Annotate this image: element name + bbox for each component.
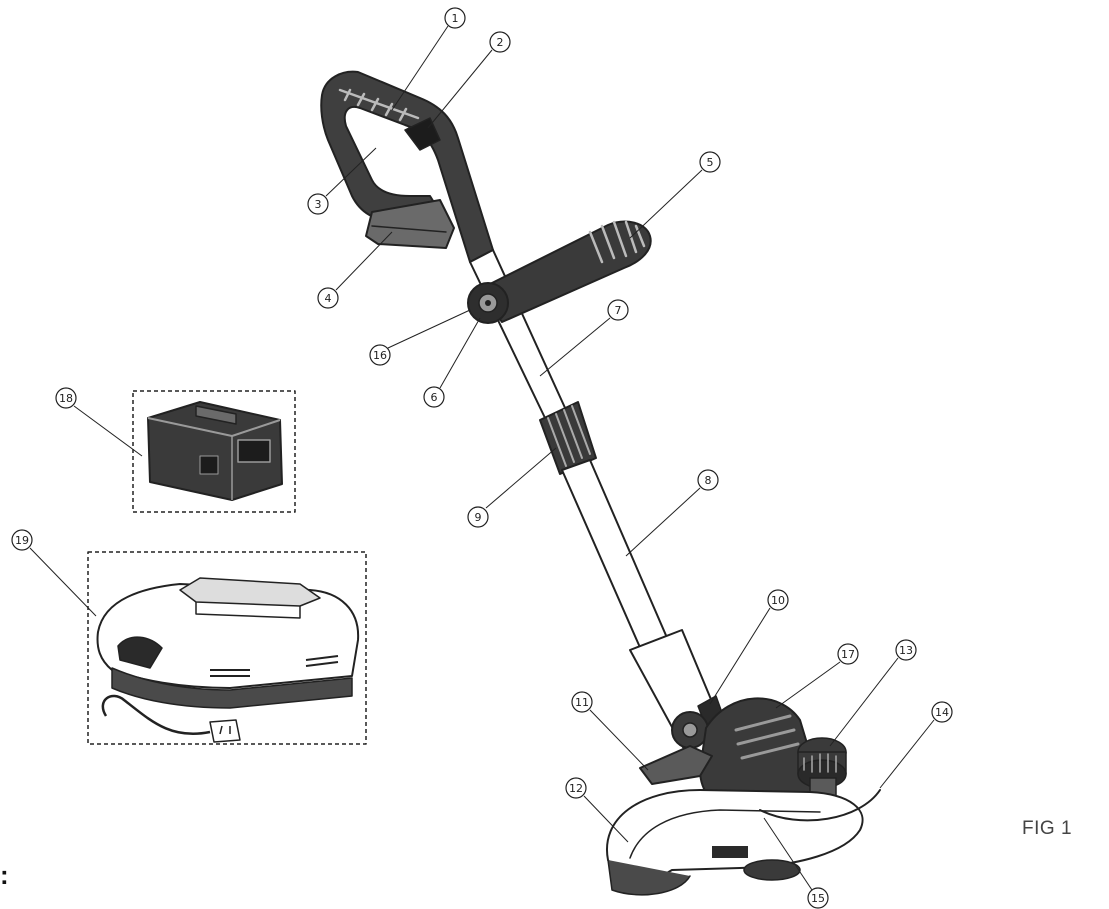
- callout-9: 9: [467, 506, 489, 528]
- svg-text:12: 12: [569, 782, 583, 795]
- svg-text:2: 2: [497, 36, 504, 49]
- svg-text:1: 1: [452, 12, 459, 25]
- svg-text:15: 15: [811, 892, 825, 905]
- callout-5: 5: [699, 151, 721, 173]
- trimmer-illustration: [320, 70, 881, 896]
- svg-text:17: 17: [841, 648, 855, 661]
- svg-text:11: 11: [575, 696, 589, 709]
- svg-text:18: 18: [59, 392, 73, 405]
- callout-13: 13: [895, 639, 917, 661]
- svg-text:10: 10: [771, 594, 785, 607]
- callout-15: 15: [807, 887, 829, 909]
- svg-text:8: 8: [705, 474, 712, 487]
- battery-pack: [132, 390, 296, 513]
- callout-1: 1: [444, 7, 466, 29]
- svg-text:16: 16: [373, 349, 387, 362]
- edge-colon-mark: :: [0, 860, 9, 890]
- svg-text:4: 4: [325, 292, 332, 305]
- callout-18: 18: [55, 387, 77, 409]
- figure-label: FIG 1: [1022, 818, 1073, 839]
- callout-4: 4: [317, 287, 339, 309]
- svg-text:19: 19: [15, 534, 29, 547]
- svg-text:7: 7: [615, 304, 622, 317]
- svg-text:6: 6: [431, 391, 438, 404]
- callout-8: 8: [697, 469, 719, 491]
- svg-text:3: 3: [315, 198, 322, 211]
- callout-6: 6: [423, 386, 445, 408]
- svg-text:9: 9: [475, 511, 482, 524]
- callout-3: 3: [307, 193, 329, 215]
- callout-2: 2: [489, 31, 511, 53]
- leader-lines: [29, 25, 935, 891]
- callout-14: 14: [931, 701, 953, 723]
- callout-19: 19: [11, 529, 33, 551]
- callout-markers: 1 2 3 4 5 6 7 8: [11, 7, 953, 909]
- lower-shaft: [561, 459, 669, 653]
- battery-charger: [87, 551, 367, 745]
- callout-17: 17: [837, 643, 859, 665]
- svg-text:14: 14: [935, 706, 949, 719]
- callout-7: 7: [607, 299, 629, 321]
- auxiliary-handle: [467, 220, 652, 324]
- callout-11: 11: [571, 691, 593, 713]
- svg-text:5: 5: [707, 156, 714, 169]
- rear-handle: [320, 70, 494, 263]
- height-adjustment-collar: [539, 401, 597, 475]
- callout-16: 16: [369, 344, 391, 366]
- safety-guard: [605, 789, 881, 896]
- callout-12: 12: [565, 777, 587, 799]
- callout-10: 10: [767, 589, 789, 611]
- svg-text:13: 13: [899, 644, 913, 657]
